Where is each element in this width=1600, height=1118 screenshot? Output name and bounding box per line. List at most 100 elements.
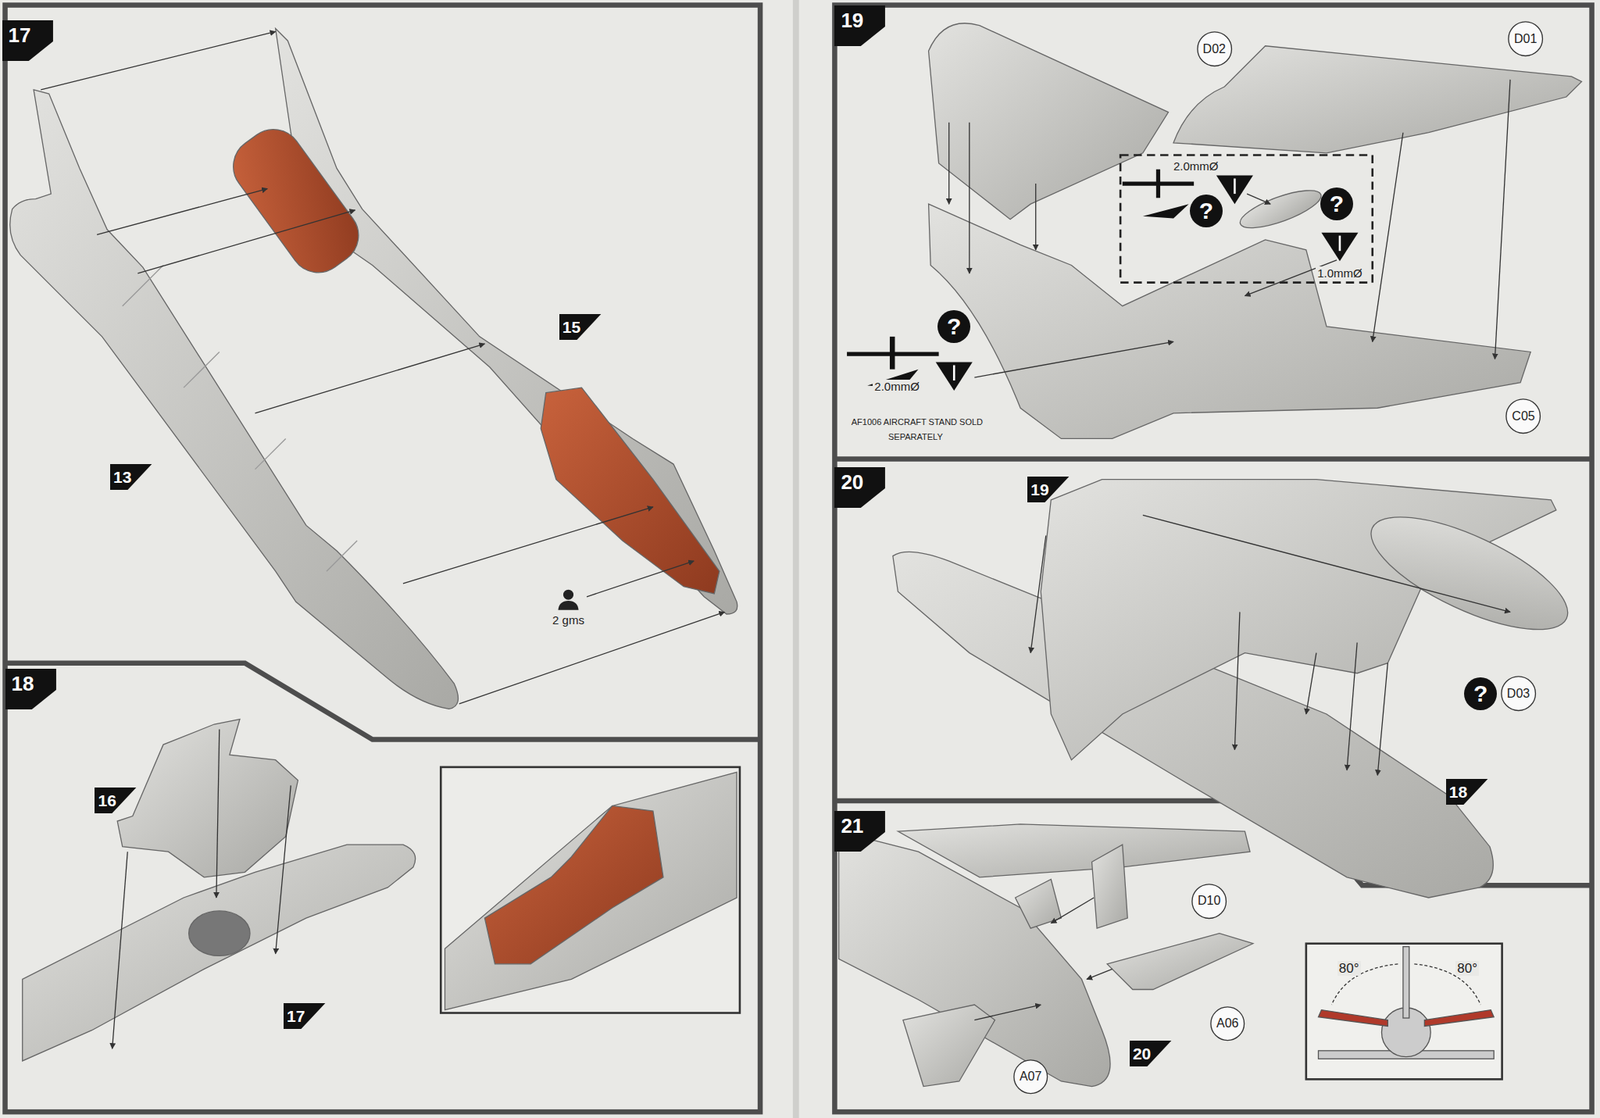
step-number: 17 bbox=[8, 25, 32, 46]
illustration-shape bbox=[1040, 479, 1557, 761]
illustration-shape bbox=[1142, 203, 1190, 218]
part-number: D01 bbox=[1514, 32, 1537, 46]
part-number: A06 bbox=[1216, 1017, 1239, 1030]
note-label: AF1006 AIRCRAFT STAND SOLD SEPARATELY bbox=[839, 413, 993, 443]
illustration-shape bbox=[5, 5, 761, 1113]
circ-outline bbox=[1508, 21, 1543, 57]
tab-outline bbox=[834, 810, 886, 852]
option-symbol: ? bbox=[1329, 192, 1344, 216]
step-number-node: 18 bbox=[5, 668, 57, 710]
sub-assembly-number-node: 20 bbox=[1129, 1040, 1172, 1067]
sub-assembly-number: 17 bbox=[286, 1007, 305, 1025]
illustration-shape bbox=[40, 31, 275, 90]
step-number-node: 17 bbox=[2, 20, 54, 61]
illustration-shape bbox=[846, 169, 1358, 391]
illustration-shape bbox=[1120, 154, 1373, 283]
illustration-shape bbox=[112, 729, 292, 1050]
part-number-node: A06 bbox=[1210, 1006, 1245, 1041]
part-number: D02 bbox=[1203, 42, 1226, 56]
illustration-shape bbox=[839, 831, 1111, 1086]
illustration-shape bbox=[1306, 653, 1317, 715]
illustration-shape bbox=[903, 1004, 996, 1086]
tab-outline bbox=[834, 5, 886, 47]
tab-outline bbox=[2, 20, 54, 61]
illustration-shape bbox=[1156, 169, 1161, 199]
illustration-shape bbox=[889, 336, 896, 370]
flag-outline bbox=[110, 464, 152, 490]
sub-assembly-number-node: 16 bbox=[94, 787, 136, 814]
sub-assembly-number-node: 18 bbox=[1446, 778, 1488, 805]
illustration-shape bbox=[484, 805, 664, 964]
sub-assembly-number: 15 bbox=[562, 318, 581, 336]
illustration-shape bbox=[1424, 1010, 1494, 1027]
illustration-shape bbox=[40, 31, 725, 704]
step-number: 18 bbox=[11, 673, 35, 694]
illustration-shape bbox=[974, 341, 1174, 378]
illustration-shape bbox=[255, 343, 486, 414]
illustration-shape bbox=[1233, 178, 1236, 194]
illustration-shape bbox=[459, 611, 725, 704]
sub-assembly-number: 16 bbox=[97, 792, 116, 809]
option-symbol-node: ? bbox=[1189, 194, 1223, 228]
step-number: 20 bbox=[840, 471, 864, 493]
illustration-shape bbox=[1035, 183, 1036, 250]
illustration-shape bbox=[22, 844, 416, 1061]
option-symbol: ? bbox=[1473, 682, 1488, 706]
illustration-shape bbox=[563, 589, 574, 600]
note-label: 80° bbox=[1455, 960, 1479, 977]
flag-outline bbox=[283, 1003, 325, 1029]
illustration-shape bbox=[974, 897, 1112, 1021]
illustration-shape bbox=[403, 507, 654, 584]
sub-assembly-number: 19 bbox=[1030, 481, 1049, 498]
illustration-shape bbox=[1318, 1010, 1389, 1027]
note-label: 2.0mmØ bbox=[1171, 159, 1221, 174]
illustration-shape bbox=[189, 910, 250, 956]
option-symbol-node: ? bbox=[1320, 187, 1354, 221]
illustration-shape bbox=[1234, 611, 1240, 750]
note-label: 1.0mmØ bbox=[1315, 266, 1365, 281]
illustration-shape bbox=[22, 718, 416, 1061]
sub-assembly-number-node: 15 bbox=[559, 314, 601, 340]
illustration-shape bbox=[928, 23, 1169, 220]
flag-outline bbox=[94, 787, 136, 814]
illustration-shape bbox=[1030, 514, 1511, 775]
illustration-shape bbox=[10, 28, 738, 710]
illustration-shape bbox=[1086, 968, 1113, 979]
illustration-shape bbox=[137, 210, 355, 274]
illustration-shape bbox=[112, 851, 129, 1049]
part-number-node: D10 bbox=[1191, 883, 1227, 919]
illustration-shape bbox=[557, 589, 579, 611]
illustration-shape bbox=[10, 89, 459, 710]
illustration-shape bbox=[122, 264, 164, 306]
illustration-shape bbox=[326, 540, 358, 572]
tab-outline bbox=[5, 668, 57, 710]
part-number-node: A07 bbox=[1013, 1059, 1048, 1094]
flag-outline bbox=[1027, 476, 1069, 503]
note-text: 2.0mmØ bbox=[1171, 159, 1221, 173]
illustration-shape bbox=[1216, 175, 1254, 205]
option-symbol-node: ? bbox=[937, 310, 971, 343]
step-number-node: 19 bbox=[834, 5, 886, 47]
illustration-shape bbox=[540, 387, 720, 594]
illustration-shape bbox=[1173, 46, 1582, 154]
illustration-shape bbox=[183, 351, 220, 388]
part-number: D10 bbox=[1197, 894, 1221, 908]
illustration-shape bbox=[953, 364, 956, 381]
illustration-shape bbox=[275, 785, 292, 954]
illustration-shape bbox=[1494, 79, 1511, 360]
illustration-shape bbox=[792, 0, 800, 1118]
illustration-shape bbox=[96, 189, 268, 236]
q-outline bbox=[1320, 187, 1354, 221]
illustration-shape bbox=[122, 264, 358, 572]
illustration-shape bbox=[255, 438, 286, 469]
illustration-shape bbox=[1092, 844, 1129, 929]
illustration-shape bbox=[440, 767, 740, 1014]
note-text: 80° bbox=[1337, 960, 1361, 976]
part-number: C05 bbox=[1511, 410, 1535, 423]
illustration-shape bbox=[974, 1004, 1041, 1021]
option-symbol-node: ? bbox=[1464, 677, 1497, 711]
illustration-shape bbox=[1235, 182, 1325, 236]
illustration-shape bbox=[1030, 535, 1047, 653]
note-text: 2.0mmØ bbox=[872, 379, 922, 393]
illustration-shape bbox=[444, 771, 737, 1010]
